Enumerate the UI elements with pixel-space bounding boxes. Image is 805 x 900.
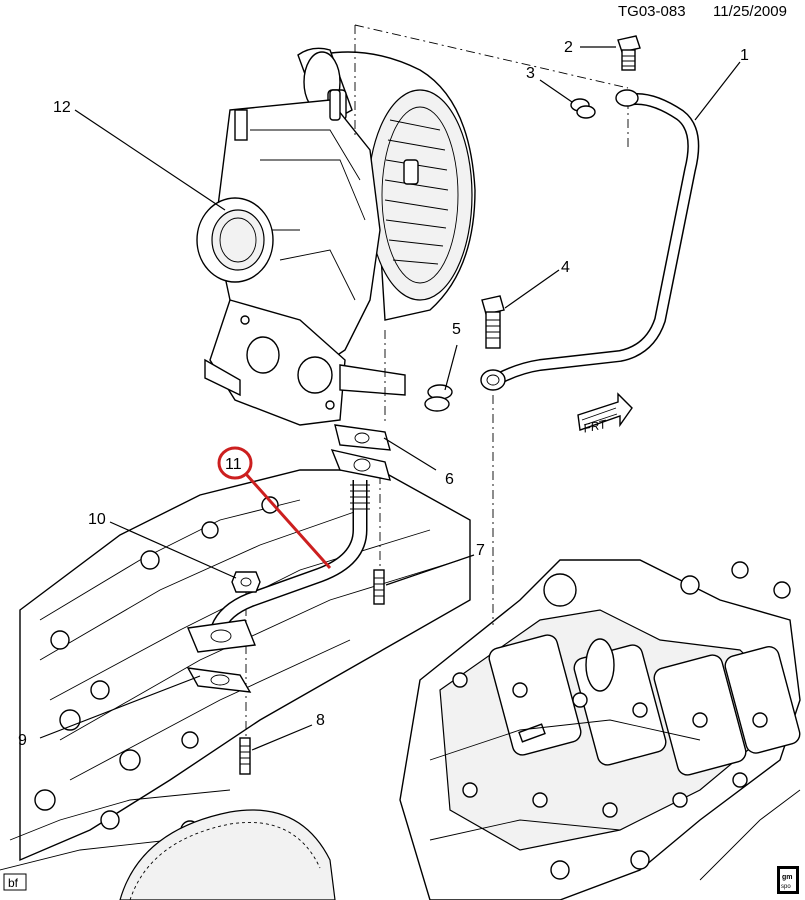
callout-1: 1 <box>740 47 749 64</box>
turbo-flange-gasket <box>334 424 391 451</box>
callout-7: 7 <box>476 542 485 559</box>
gm-spo-badge: gm spo <box>777 866 799 894</box>
corner-tag-text: bf <box>8 876 19 890</box>
callout-6: 6 <box>445 471 454 488</box>
callout-11: 11 <box>225 456 242 473</box>
callout-12: 12 <box>53 99 71 116</box>
leader-lines <box>39 46 741 751</box>
alignment-lines <box>245 24 629 740</box>
return-pipe-nut <box>231 571 261 593</box>
oil-feed-bolt-upper <box>617 35 641 71</box>
diagram-reference-code: TG03-083 <box>618 3 686 20</box>
callout-3: 3 <box>526 65 535 82</box>
callout-9: 9 <box>18 732 27 749</box>
corner-tag: bf <box>3 873 27 891</box>
frt-label: FRT <box>582 417 609 436</box>
gm-badge-line1: gm <box>782 874 793 881</box>
oil-feed-bolt-lower <box>481 295 505 349</box>
callout-4: 4 <box>561 259 570 276</box>
callout-5: 5 <box>452 321 461 338</box>
block-stud <box>239 737 251 775</box>
oil-return-pipe <box>187 449 391 653</box>
callout-2: 2 <box>564 39 573 56</box>
callout-10: 10 <box>88 511 106 528</box>
return-pipe-stud <box>373 569 385 605</box>
sealing-washers-upper <box>570 98 596 119</box>
oil-feed-pipe <box>480 89 700 391</box>
callout-11-highlight <box>217 446 332 569</box>
callout-labels: 1 2 3 4 5 6 7 8 9 10 11 12 <box>18 39 749 749</box>
engine-block <box>0 469 801 900</box>
callout-8: 8 <box>316 712 325 729</box>
front-direction-arrow: FRT <box>577 392 633 436</box>
sealing-washers-lower <box>424 384 453 412</box>
turbocharger-assembly <box>196 47 476 426</box>
gm-badge-line2: spo <box>781 884 791 890</box>
return-pipe-gasket <box>186 667 252 693</box>
diagram-date: 11/25/2009 <box>713 3 787 20</box>
